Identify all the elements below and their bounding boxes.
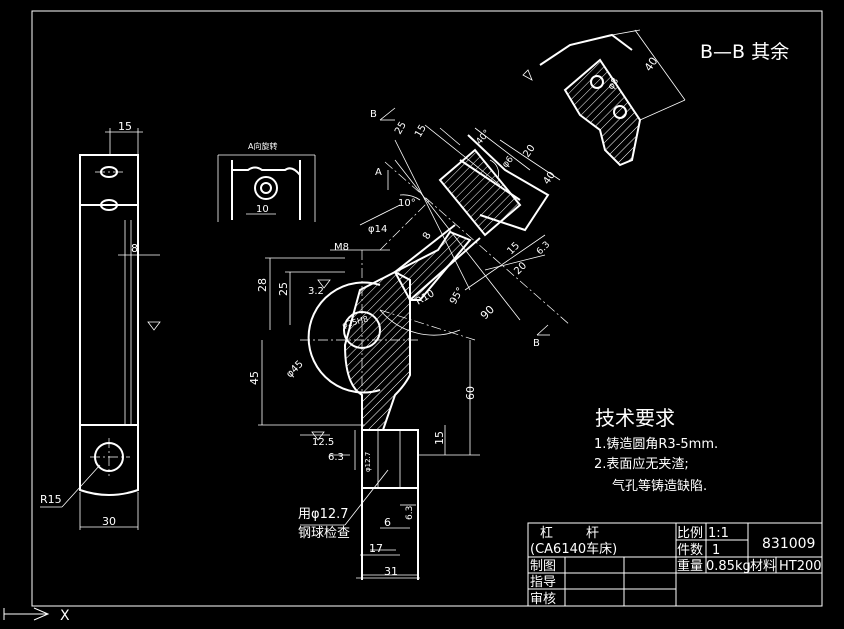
auxiliary-view	[217, 154, 316, 222]
dim-25: 25	[277, 282, 290, 296]
dim-15-right: 15	[433, 431, 446, 445]
tech-req-title: 技术要求	[595, 406, 675, 430]
tech-req-item-2: 2.表面应无夹渣;	[594, 456, 689, 472]
left-view	[40, 128, 161, 530]
title-weight-label: 重量	[677, 558, 703, 574]
aux-view-label: A向旋转	[248, 141, 277, 151]
ball-note-line2: 钢球检查	[298, 526, 350, 541]
view-label-b-bottom: B	[533, 338, 540, 349]
title-drawing-no: 831009	[762, 536, 815, 552]
dim-6: 6	[384, 516, 391, 529]
title-part-name: 杠 杆	[540, 525, 599, 541]
dim-10-deg: 10°	[398, 198, 416, 209]
dim-45: 45	[248, 371, 261, 385]
dim-3-2: 3.2	[308, 286, 324, 297]
title-material-label: 材料	[750, 559, 776, 574]
section-view	[522, 29, 686, 167]
title-drawn-label: 制图	[530, 559, 556, 574]
dim-8: 8	[421, 230, 434, 241]
dim-6-3: 6.3	[328, 452, 344, 463]
section-title: B—B 其余	[700, 41, 789, 63]
dim-95-deg: 95°	[448, 286, 466, 307]
dim-left-radius: R15	[40, 493, 62, 506]
title-guide-label: 指导	[530, 575, 556, 590]
dim-31: 31	[384, 565, 398, 578]
title-material-value: HT200	[779, 559, 822, 574]
title-weight-value: 0.85kg	[706, 559, 751, 574]
dim-rough-right: 6.3	[405, 506, 415, 520]
tech-req-item-1: 1.铸造圆角R3-5mm.	[594, 436, 718, 452]
dim-left-slot: 8	[131, 242, 138, 255]
title-machine: (CA6140车床)	[530, 541, 617, 557]
dim-15-top: 15	[413, 123, 429, 140]
dim-m8: M8	[334, 242, 349, 253]
dim-12-5: 12.5	[312, 437, 334, 448]
title-scale-value: 1:1	[708, 526, 729, 541]
view-label-a: A	[375, 167, 382, 178]
dim-small-bore: φ12.7	[364, 452, 372, 472]
dim-28: 28	[256, 278, 269, 292]
title-count-label: 件数	[677, 543, 703, 558]
dim-section-40: 40	[642, 55, 661, 74]
dim-phi45: φ45	[284, 359, 305, 380]
dim-25-arm: 25	[393, 120, 409, 137]
view-label-b-top: B	[370, 109, 377, 120]
title-count-value: 1	[712, 543, 720, 558]
dim-20-top: 20	[521, 143, 537, 160]
ucs-axis-icon	[3, 607, 50, 621]
dim-60: 60	[464, 386, 477, 400]
title-block	[527, 522, 823, 607]
dim-6-3b: 6.3	[535, 240, 552, 257]
ball-note-line1: 用φ12.7	[298, 507, 349, 522]
tech-req-item-3: 气孔等铸造缺陷.	[612, 478, 707, 494]
dim-left-width-bottom: 30	[102, 515, 116, 528]
ucs-x-label: X	[60, 608, 70, 624]
dim-40-top: 40	[541, 170, 557, 187]
dim-15-arm: 15	[505, 240, 522, 257]
dim-90: 90	[478, 303, 497, 322]
title-scale-label: 比例	[677, 526, 703, 541]
drawing-border	[31, 10, 823, 607]
dim-phi14: φ14	[368, 224, 387, 235]
dim-left-width-top: 15	[118, 120, 132, 133]
title-review-label: 审核	[530, 592, 556, 607]
dim-17: 17	[369, 542, 383, 555]
main-view	[258, 107, 571, 580]
dim-aux-10: 10	[256, 204, 269, 215]
